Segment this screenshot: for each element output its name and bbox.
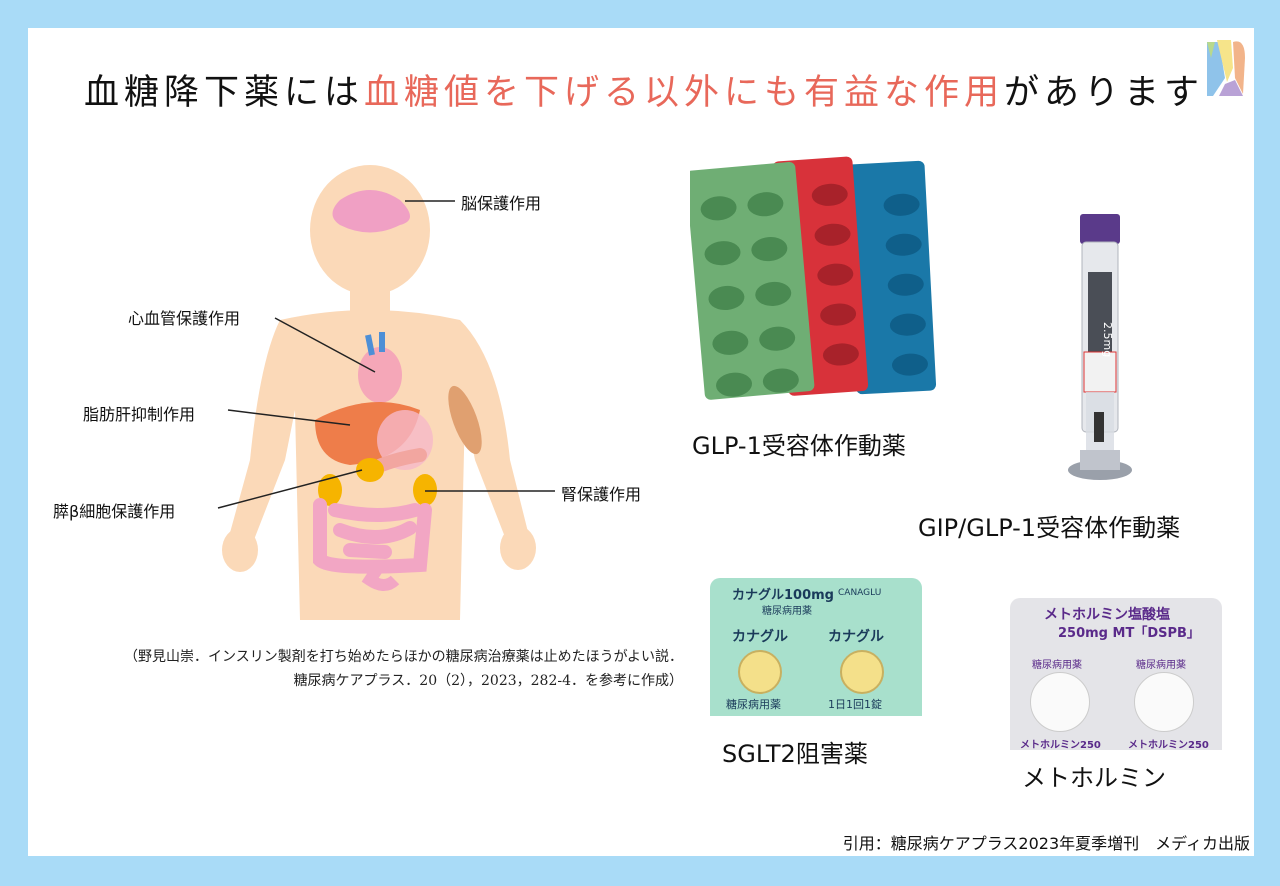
logo-icon — [1205, 38, 1249, 98]
pack-sub: 250mg MT「DSPB」 — [1058, 626, 1200, 641]
gip-glp1-pen-image: 2.5mg — [1068, 214, 1132, 480]
body-illustration — [222, 165, 536, 620]
effect-brain-label: 脳保護作用 — [461, 194, 542, 213]
pack-bottom-left: 糖尿病用薬 — [726, 698, 781, 711]
metformin-pack-image: メトホルミン塩酸塩 250mg MT「DSPB」 糖尿病用薬 糖尿病用薬 メトホ… — [1010, 598, 1222, 751]
pack-bottom-left: メトホルミン250 — [1020, 740, 1101, 751]
pack-text: メトホルミン塩酸塩 — [1044, 607, 1170, 623]
glp1-blister-packs-image — [690, 156, 937, 400]
source-citation: 引用：糖尿病ケアプラス2023年夏季増刊 メディカ出版 — [842, 834, 1250, 853]
effect-cardio-label: 心血管保護作用 — [128, 309, 241, 328]
pack-bottom-right: メトホルミン250 — [1128, 740, 1209, 751]
pen-dose-text: 2.5mg — [1101, 322, 1114, 357]
pack-mid-left: 糖尿病用薬 — [1032, 660, 1082, 671]
heart-icon — [358, 347, 402, 403]
title-part2: があります — [1004, 73, 1205, 113]
kidney-icon — [318, 474, 342, 506]
drug-glp1-label: GLP-1受容体作動薬 — [692, 432, 906, 460]
pack-bottom-right: 1日1回1錠 — [828, 698, 882, 711]
drug-metformin-label: メトホルミン — [1022, 764, 1166, 792]
pack-text: カナグル100mg — [732, 588, 834, 603]
reference-line1: （野見山崇．インスリン製剤を打ち始めたらほかの糖尿病治療薬は止めたほうがよい説． — [123, 649, 683, 665]
effect-pancreas-label: 膵β細胞保護作用 — [53, 502, 176, 521]
brain-icon — [332, 190, 410, 233]
reference-line2: 糖尿病ケアプラス．20（2），2023，282-4．を参考に作成） — [293, 673, 683, 689]
muscle-icon — [448, 385, 482, 455]
drug-sglt2-label: SGLT2阻害薬 — [722, 740, 868, 768]
effect-kidney-label: 腎保護作用 — [561, 485, 642, 504]
effect-liver-label: 脂肪肝抑制作用 — [83, 405, 196, 424]
pack-name-left: カナグル — [732, 629, 788, 645]
title-part1: 血糖降下薬には — [84, 73, 365, 113]
intestine-icon — [313, 498, 432, 574]
drug-gip-glp1-label: GIP/GLP-1受容体作動薬 — [918, 514, 1181, 542]
pack-brand: CANAGLU — [838, 588, 882, 598]
pack-sub: 糖尿病用薬 — [762, 606, 812, 617]
title-highlight: 血糖値を下げる以外にも有益な作用 — [364, 73, 1005, 113]
pack-mid-right: 糖尿病用薬 — [1136, 660, 1186, 671]
sglt2-pack-image: カナグル100mg CANAGLU 糖尿病用薬 カナグル カナグル 糖尿病用薬 … — [710, 578, 922, 716]
pack-name-right: カナグル — [828, 629, 884, 645]
page-title: 血糖降下薬には血糖値を下げる以外にも有益な作用があります — [84, 64, 1204, 115]
